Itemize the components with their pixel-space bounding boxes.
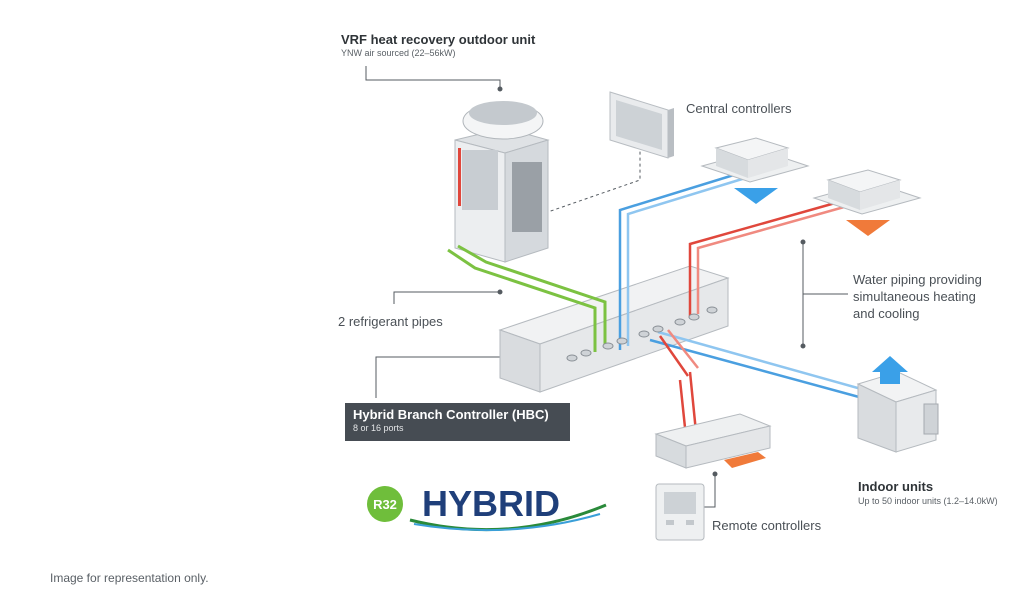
central-controller-panel-icon — [609, 91, 674, 159]
remote-controller-icon — [655, 483, 705, 541]
outdoor-unit-subtitle: YNW air sourced (22–56kW) — [341, 48, 456, 58]
cassette-unit-cooling-icon — [700, 137, 810, 204]
hbc-label-box: Hybrid Branch Controller (HBC) 8 or 16 p… — [345, 403, 570, 441]
water-piping-line2: simultaneous heating — [853, 289, 976, 304]
air-out-arrow-icon — [872, 356, 908, 384]
outdoor-unit-icon — [454, 101, 550, 263]
central-controllers-label: Central controllers — [686, 101, 792, 116]
refrigerant-leader — [393, 291, 500, 304]
refrigerant-label: 2 refrigerant pipes — [338, 314, 443, 329]
remote-leader — [704, 474, 716, 508]
hbc-leader — [375, 356, 520, 398]
controller-dashed-link — [544, 150, 641, 214]
water-piping-leader — [802, 242, 848, 346]
water-piping-line1: Water piping providing — [853, 272, 982, 287]
leader-lines — [365, 66, 848, 508]
warm-air-arrow-icon — [846, 220, 890, 236]
cool-air-arrow-icon — [734, 188, 778, 204]
water-piping-line3: and cooling — [853, 306, 920, 321]
remote-controllers-label: Remote controllers — [712, 518, 822, 533]
hbc-subtitle: 8 or 16 ports — [353, 423, 404, 433]
indoor-units-title: Indoor units — [858, 479, 934, 494]
logo-badge-text: R32 — [373, 497, 397, 512]
hbc-ports — [566, 306, 718, 362]
duct-air-arrow-icon — [724, 452, 766, 468]
footer-note: Image for representation only. — [50, 571, 209, 585]
outdoor-unit-leader — [365, 66, 501, 88]
r32-hybrid-logo-graphic — [367, 486, 607, 532]
refrigerant-pipes — [447, 244, 607, 352]
water-pipes — [618, 168, 873, 457]
logo-word-text: HYBRID — [422, 483, 560, 524]
hbc-unit-icon — [498, 265, 730, 393]
indoor-units-subtitle: Up to 50 indoor units (1.2–14.0kW) — [858, 496, 998, 506]
outdoor-unit-title: VRF heat recovery outdoor unit — [341, 32, 536, 47]
cassette-unit-heating-icon — [812, 169, 922, 236]
hbc-title: Hybrid Branch Controller (HBC) — [353, 407, 549, 422]
ducted-indoor-unit-icon — [654, 413, 772, 469]
floor-indoor-unit-icon — [856, 356, 939, 453]
